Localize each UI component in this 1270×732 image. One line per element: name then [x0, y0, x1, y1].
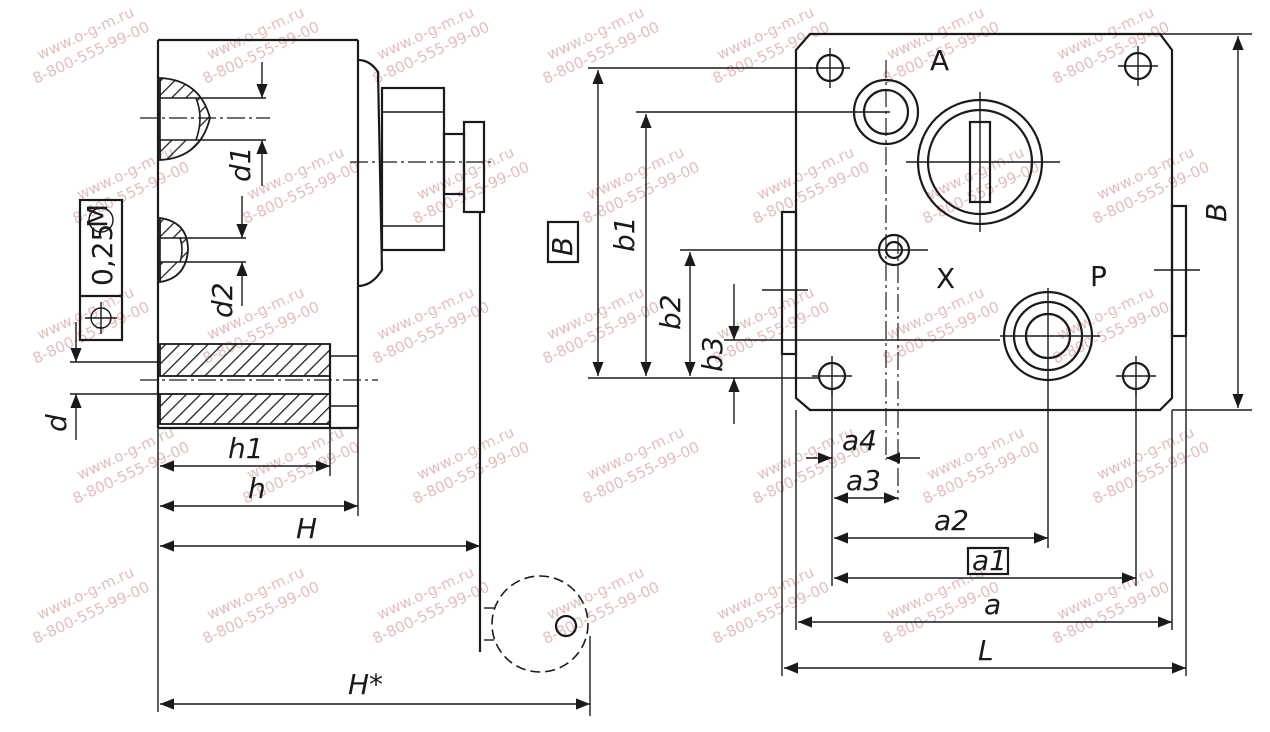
watermark-tile: www.o-g-m.ru8-800-555-99-00 [540, 3, 662, 88]
watermark-tile: www.o-g-m.ru8-800-555-99-00 [1050, 563, 1172, 648]
watermark-tile: www.o-g-m.ru8-800-555-99-00 [1090, 143, 1212, 228]
watermark-tile: www.o-g-m.ru8-800-555-99-00 [30, 563, 152, 648]
label-b1: b1 [608, 216, 641, 252]
watermark-tile: www.o-g-m.ru8-800-555-99-00 [370, 563, 492, 648]
watermark-tile: www.o-g-m.ru8-800-555-99-00 [410, 143, 532, 228]
label-a3: a3 [846, 464, 881, 497]
watermark-tile: www.o-g-m.ru8-800-555-99-00 [1090, 423, 1212, 508]
watermark-tile: www.o-g-m.ru8-800-555-99-00 [410, 423, 532, 508]
watermark-tile: www.o-g-m.ru8-800-555-99-00 [1050, 3, 1172, 88]
watermark-tile: www.o-g-m.ru8-800-555-99-00 [710, 563, 832, 648]
watermark-tile: www.o-g-m.ru8-800-555-99-00 [710, 3, 832, 88]
label-a4: a4 [842, 424, 877, 457]
label-H: H [296, 512, 317, 545]
label-b2: b2 [654, 294, 687, 330]
watermark-tile: www.o-g-m.ru8-800-555-99-00 [370, 3, 492, 88]
label-a: a [984, 588, 1001, 621]
label-port-a: A [930, 44, 949, 77]
label-d: d [40, 414, 73, 432]
label-a1: a1 [972, 544, 1007, 577]
watermark-tile: www.o-g-m.ru8-800-555-99-00 [580, 423, 702, 508]
watermark-tile: www.o-g-m.ru8-800-555-99-00 [70, 423, 192, 508]
label-datum-b: B [546, 237, 579, 256]
watermark-tile: www.o-g-m.ru8-800-555-99-00 [200, 3, 322, 88]
watermark-tile: www.o-g-m.ru8-800-555-99-00 [540, 283, 662, 368]
datum-a1-frame [966, 546, 1010, 576]
watermark-tile: www.o-g-m.ru8-800-555-99-00 [30, 3, 152, 88]
watermark-tile: www.o-g-m.ru8-800-555-99-00 [540, 563, 662, 648]
watermark-tile: www.o-g-m.ru8-800-555-99-00 [580, 143, 702, 228]
label-B: B [1200, 203, 1233, 222]
watermark-tile: www.o-g-m.ru8-800-555-99-00 [200, 563, 322, 648]
label-h: h [248, 472, 266, 505]
tolerance-value: 0,25 [86, 224, 119, 286]
label-d1: d1 [224, 146, 257, 182]
front-view: A X P B b1 b2 b3 B a4 a3 a2 a1 a L [546, 32, 1252, 676]
label-port-p: P [1090, 260, 1107, 293]
label-b3: b3 [696, 336, 729, 372]
datum-b-frame [546, 220, 580, 264]
label-h1: h1 [228, 432, 264, 465]
watermark-tile: www.o-g-m.ru8-800-555-99-00 [30, 283, 152, 368]
watermark-tile: www.o-g-m.ru8-800-555-99-00 [750, 143, 872, 228]
side-view: d1 d2 d h1 h H H* 0,25 M [40, 38, 591, 716]
label-a2: a2 [934, 504, 969, 537]
position-tolerance-frame [78, 198, 124, 342]
watermark-tile: www.o-g-m.ru8-800-555-99-00 [920, 423, 1042, 508]
watermark-tile: www.o-g-m.ru8-800-555-99-00 [370, 283, 492, 368]
label-d2: d2 [206, 282, 239, 318]
label-H-star: H* [348, 668, 383, 701]
label-L: L [978, 634, 994, 667]
label-port-x: X [936, 262, 955, 295]
tolerance-modifier: M [81, 204, 114, 228]
